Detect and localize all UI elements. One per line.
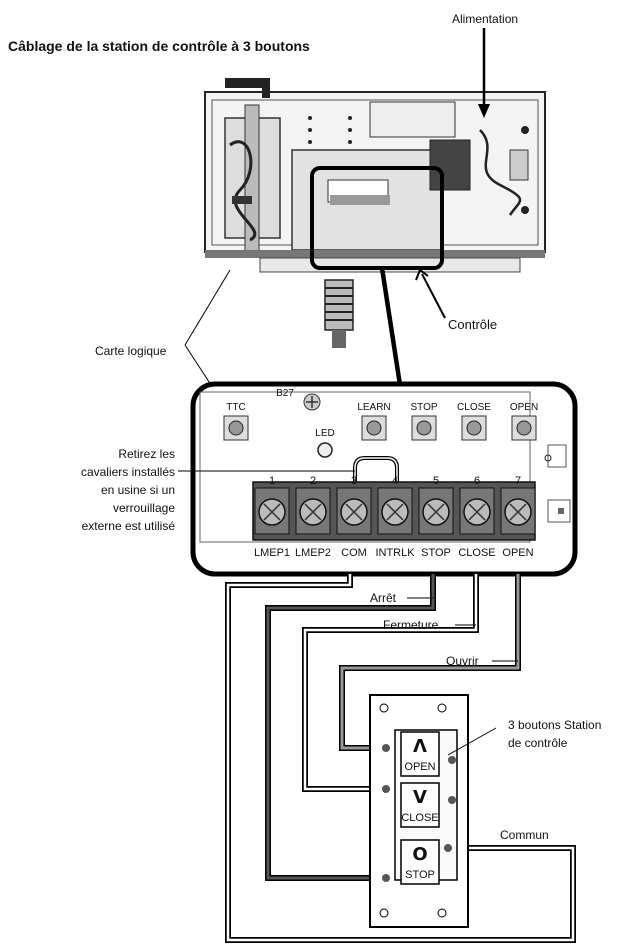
terminal-4 — [377, 487, 413, 535]
operator-unit — [204, 78, 546, 348]
stop-wire-label: Arrêt — [370, 591, 397, 605]
control-label: Contrôle — [448, 317, 498, 332]
station-label: 3 boutons Station de contrôle — [508, 718, 601, 750]
station-button-label: CLOSE — [401, 812, 438, 824]
power-label: Alimentation — [452, 12, 519, 26]
terminal-6 — [459, 487, 495, 535]
jumper-note-line: verrouillage — [112, 501, 175, 515]
jumper-note-line: cavaliers installés — [80, 465, 175, 479]
terminal-name: COM — [341, 547, 367, 559]
common-wire-label: Commun — [500, 828, 549, 842]
station-button-label: STOP — [405, 869, 435, 881]
jumper-note-line: externe est utilisé — [81, 519, 175, 533]
station-button-symbol: Λ — [413, 736, 427, 757]
page-title: Câblage de la station de contrôle à 3 bo… — [8, 38, 310, 54]
jumper-note-line: en usine si un — [100, 483, 175, 497]
led-label: LED — [315, 428, 334, 439]
logic-board-label: Carte logique — [95, 344, 167, 358]
terminal-number: 2 — [310, 475, 316, 487]
station-button-open: Λ OPEN — [400, 731, 440, 777]
board-button-label: OPEN — [510, 402, 538, 413]
terminal-name: STOP — [421, 547, 451, 559]
station-button-close: V CLOSE — [400, 782, 440, 828]
station-button-stop: O STOP — [400, 839, 440, 885]
station-button-symbol: O — [412, 844, 427, 865]
board-button-stop — [411, 415, 437, 441]
terminal-name: LMEP2 — [295, 547, 331, 559]
close-wire-label: Fermeture — [383, 618, 439, 632]
terminal-number: 6 — [474, 475, 480, 487]
terminal-3 — [336, 487, 372, 535]
terminal-1 — [254, 487, 290, 535]
terminal-2 — [295, 487, 331, 535]
terminal-number: 5 — [433, 475, 439, 487]
terminal-name: CLOSE — [458, 547, 495, 559]
board-button-label: STOP — [410, 402, 437, 413]
wires — [225, 574, 576, 943]
board-button-label: CLOSE — [457, 402, 491, 413]
terminal-number: 7 — [515, 475, 521, 487]
terminal-number: 3 — [351, 475, 357, 487]
button-station: Λ OPEN V CLOSE O STOP — [369, 694, 469, 928]
terminal-name: OPEN — [502, 547, 533, 559]
station-label-line: de contrôle — [508, 736, 568, 750]
ttc-label: TTC — [226, 402, 245, 413]
control-board — [190, 381, 578, 577]
terminal-name: LMEP1 — [254, 547, 290, 559]
jumper-note: Retirez les cavaliers installés en usine… — [40, 445, 175, 535]
jumper-note-line: Retirez les — [118, 447, 175, 461]
open-wire-label: Ouvrir — [446, 654, 479, 668]
control-highlight — [310, 166, 444, 270]
terminal-name: INTRLK — [375, 547, 415, 559]
b27-label: B27 — [276, 388, 294, 399]
terminal-number: 1 — [269, 475, 275, 487]
terminal-number: 4 — [392, 475, 398, 487]
board-button-close — [461, 415, 487, 441]
station-button-label: OPEN — [404, 761, 435, 773]
board-button-learn — [361, 415, 387, 441]
terminal-7 — [500, 487, 536, 535]
terminal-5 — [418, 487, 454, 535]
board-button-label: LEARN — [357, 402, 390, 413]
station-label-line: 3 boutons Station — [508, 718, 602, 732]
board-button-open — [511, 415, 537, 441]
station-button-symbol: V — [413, 787, 427, 808]
